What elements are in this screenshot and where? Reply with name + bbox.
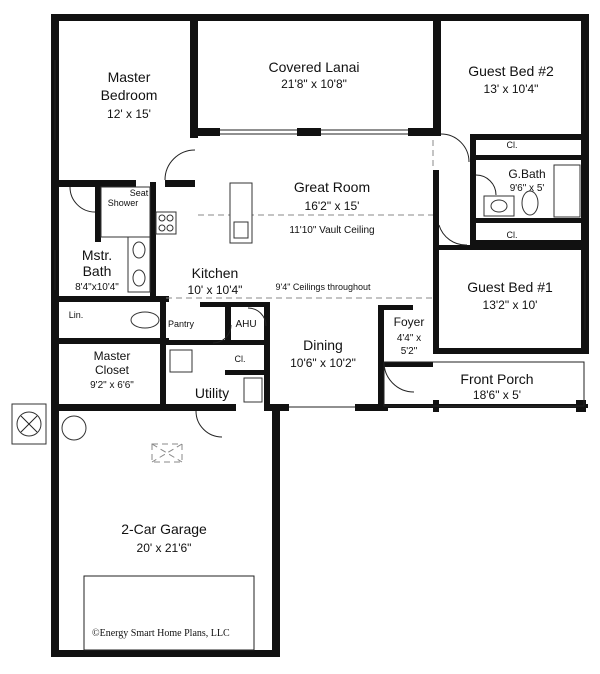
linen-label: Lin.	[69, 310, 84, 320]
closet-lower-label: Cl.	[507, 230, 518, 240]
dining-dims: 10'6" x 10'2"	[290, 356, 356, 370]
mstr-bath-dims: 8'4"x10'4"	[75, 282, 119, 293]
guest-bed-1-dims: 13'2" x 10'	[483, 298, 538, 312]
master-bedroom-label-1: Master	[108, 69, 151, 85]
seat-label: Seat	[130, 188, 149, 198]
great-room-dims: 16'2" x 15'	[305, 199, 360, 213]
master-closet-label-2: Closet	[95, 363, 130, 377]
utility-label: Utility	[195, 385, 229, 401]
foyer-label: Foyer	[394, 315, 425, 329]
garage-dims: 20' x 21'6"	[137, 541, 192, 555]
master-closet-label-1: Master	[94, 349, 131, 363]
tub	[553, 164, 581, 218]
front-porch-dims: 18'6" x 5'	[473, 388, 521, 402]
master-closet-dims: 9'2" x 6'6"	[90, 380, 134, 391]
water-heater	[61, 415, 87, 441]
kitchen-dims: 10' x 10'4"	[188, 283, 243, 297]
fixtures	[11, 164, 581, 445]
shower-label: Shower	[108, 198, 139, 208]
master-bedroom-label-2: Bedroom	[101, 87, 158, 103]
ceiling-lines	[83, 140, 434, 651]
copyright-text: ©Energy Smart Home Plans, LLC	[92, 628, 230, 639]
mstr-bath-label-1: Mstr.	[82, 247, 112, 263]
ahu-label: AHU	[235, 319, 256, 330]
utility-sink	[169, 349, 193, 373]
kitchen-label: Kitchen	[192, 265, 239, 281]
kitchen-sink	[233, 221, 249, 239]
vault-ceiling-note: 11'10" Vault Ceiling	[289, 225, 374, 236]
guest-bed-2-dims: 13' x 10'4"	[484, 82, 539, 96]
dining-label: Dining	[303, 337, 343, 353]
mstr-bath-label-2: Bath	[83, 263, 112, 279]
closet-upper-label: Cl.	[507, 140, 518, 150]
doors-and-windows	[54, 60, 586, 438]
covered-lanai-dims: 21'8" x 10'8"	[281, 77, 347, 91]
range	[155, 211, 177, 235]
g-bath-dims: 9'6" x 5'	[510, 183, 545, 194]
pantry-label: Pantry	[168, 319, 195, 329]
master-toilet	[130, 311, 160, 329]
shower	[100, 186, 151, 238]
front-porch-label: Front Porch	[460, 371, 533, 387]
foyer-dims-1: 4'4" x	[397, 333, 421, 344]
covered-lanai-label: Covered Lanai	[268, 59, 359, 75]
room-labels: Covered Lanai 21'8" x 10'8" Master Bedro…	[69, 59, 554, 639]
master-bedroom-dims: 12' x 15'	[107, 107, 151, 121]
g-bath-toilet	[521, 190, 539, 216]
foyer-dims-2: 5'2"	[401, 346, 418, 357]
closet-utility-label: Cl.	[235, 354, 246, 364]
garage-label: 2-Car Garage	[121, 521, 207, 537]
guest-bed-1-label: Guest Bed #1	[467, 279, 553, 295]
great-room-label: Great Room	[294, 179, 370, 195]
g-bath-label: G.Bath	[508, 167, 545, 181]
guest-bed-2-label: Guest Bed #2	[468, 63, 554, 79]
washer	[243, 377, 263, 403]
ceiling-note: 9'4" Ceilings throughout	[276, 282, 371, 292]
